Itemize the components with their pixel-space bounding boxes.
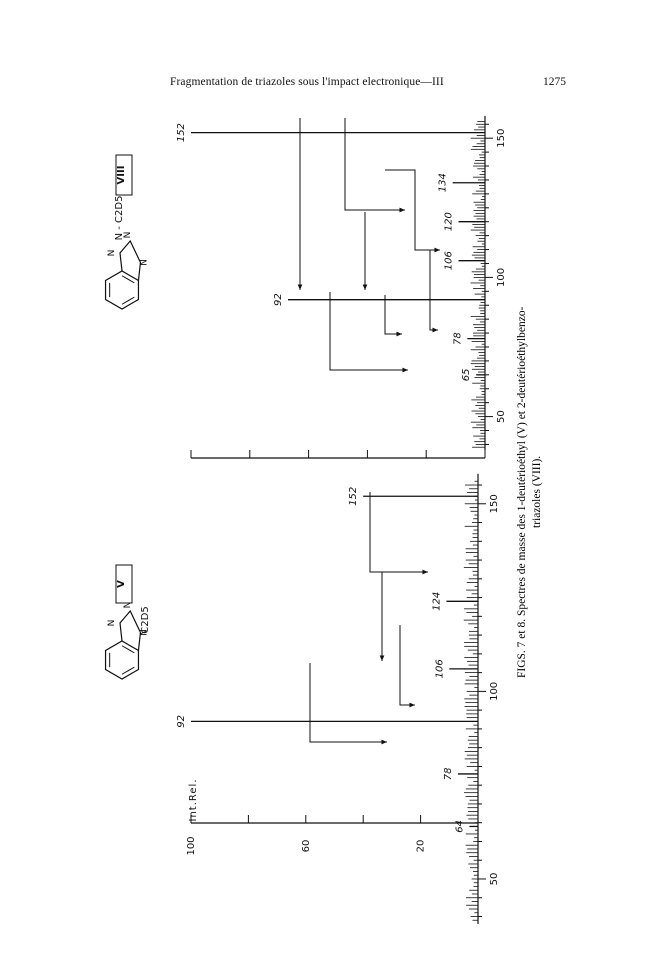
transition-arrow-152-120-head (399, 207, 405, 213)
intensity-axis-label: Int.Rel. (188, 779, 199, 822)
substituent-C2D5: C2D5 (140, 606, 151, 633)
peak-label-78: 78 (452, 332, 463, 345)
peak-label-152: 152 (176, 123, 187, 142)
atom-N: N (107, 250, 117, 257)
atom-N: N (139, 259, 149, 266)
double-bond (121, 296, 135, 305)
substituent-N-C2D5: N - C2D5 (114, 196, 125, 241)
transition-arrow-134-106-head (434, 247, 440, 253)
transition-arrow-106-78 (399, 625, 415, 706)
transition-arrow-92-64 (309, 663, 387, 743)
atom-N: N (123, 602, 133, 609)
transition-arrow-92-78-head (396, 331, 402, 337)
intensity-tick-label: 100 (186, 836, 197, 855)
peak-label-92: 92 (176, 715, 187, 728)
transition-arrow-134-106 (385, 169, 440, 251)
transition-arrow-106-78-head (432, 327, 438, 333)
peak-label-106: 106 (434, 659, 445, 678)
double-bond (121, 275, 135, 284)
transition-arrow-92-78 (384, 295, 402, 335)
transition-arrow-124-92-head (379, 655, 385, 661)
peak-label-120: 120 (444, 212, 455, 231)
double-bond (121, 666, 135, 675)
spectrum-VIII: 50 100 150 152 92 134 120 106 78 65 (176, 115, 507, 459)
intensity-tick-label: 60 (301, 840, 312, 853)
atom-N: N (107, 620, 117, 627)
transition-arrow-120-92-head (362, 284, 368, 290)
mz-tick-label: 150 (489, 494, 500, 513)
transition-arrow-152-92-head (297, 284, 303, 290)
intensity-tick-label: 20 (416, 840, 427, 853)
atom-N: N (123, 232, 133, 239)
peak-label-124: 124 (431, 592, 442, 611)
peak-label-64: 64 (454, 820, 465, 833)
double-bond (121, 645, 135, 654)
peak-label-78: 78 (443, 768, 454, 781)
mz-tick-label: 50 (489, 873, 500, 886)
benzene-ring (104, 640, 140, 680)
triazole-ring (119, 609, 142, 651)
mz-tick-label: 150 (496, 129, 507, 148)
structure-V: N N N (104, 602, 149, 680)
peak-label-65: 65 (461, 368, 472, 381)
structure-label-VIII: VIII (116, 166, 127, 185)
transition-arrow-92-65-head (402, 367, 408, 373)
caption-line-1: FIGS. 7 et 8. Spectres de masse des 1-de… (516, 306, 528, 678)
label-box-V (115, 564, 133, 604)
mz-tick-label: 100 (489, 682, 500, 701)
caption-line-2: triazoles (VIII). (531, 456, 543, 528)
mz-tick-label: 50 (496, 410, 507, 423)
peak-label-106: 106 (444, 251, 455, 270)
atom-N: N (139, 629, 149, 636)
transition-arrow-152-124-head (422, 569, 428, 575)
transition-arrow-92-64-head (381, 739, 387, 745)
structure-VIII: N N N (104, 232, 149, 310)
peak-label-152: 152 (348, 487, 359, 506)
page-number: 1275 (543, 76, 566, 88)
transition-arrow-106-78 (429, 250, 438, 331)
transition-arrow-92-65 (329, 292, 408, 371)
mz-tick-label: 100 (496, 268, 507, 287)
transition-arrow-152-120 (344, 118, 405, 211)
label-box-VIII (115, 154, 133, 196)
running-header: Fragmentation de triazoles sous l'impact… (170, 76, 444, 88)
triazole-ring (119, 239, 142, 281)
transition-arrow-152-124 (369, 492, 428, 573)
transition-arrow-124-92 (370, 571, 383, 661)
transition-arrow-106-78-head (409, 702, 415, 708)
benzene-ring (104, 270, 140, 310)
structure-label-V: V (116, 580, 127, 588)
peak-label-134: 134 (438, 173, 449, 192)
caption: FIGS. 7 et 8. Spectres de masse des 1-de… (516, 306, 543, 678)
peak-label-92: 92 (273, 293, 284, 306)
